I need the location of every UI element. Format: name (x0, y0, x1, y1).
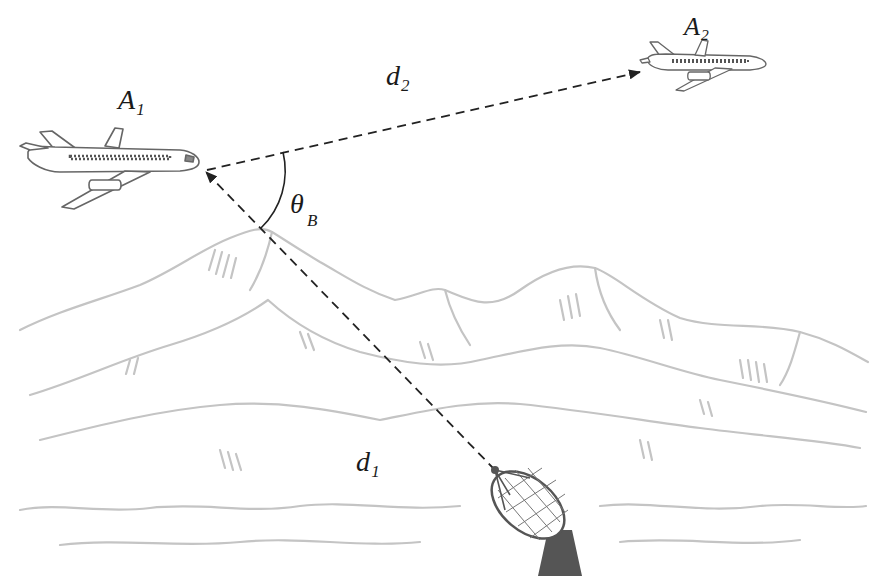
signal-ray (207, 72, 640, 170)
angle-arc (261, 152, 285, 228)
angle-subscript: B (307, 212, 317, 229)
angle-label: θ (290, 190, 304, 218)
distance-label: d₁ (356, 448, 380, 476)
plane-windows (70, 156, 170, 159)
distance-label: d₂ (386, 62, 410, 90)
mountains (20, 229, 868, 545)
airplane (20, 128, 199, 209)
aircraft-label: A₁ (118, 86, 145, 114)
aircraft-label: A₂ (684, 14, 709, 40)
airplane (640, 40, 766, 91)
plane-windows (672, 60, 748, 62)
radar-dish (479, 458, 582, 576)
signal-ray (206, 172, 495, 470)
